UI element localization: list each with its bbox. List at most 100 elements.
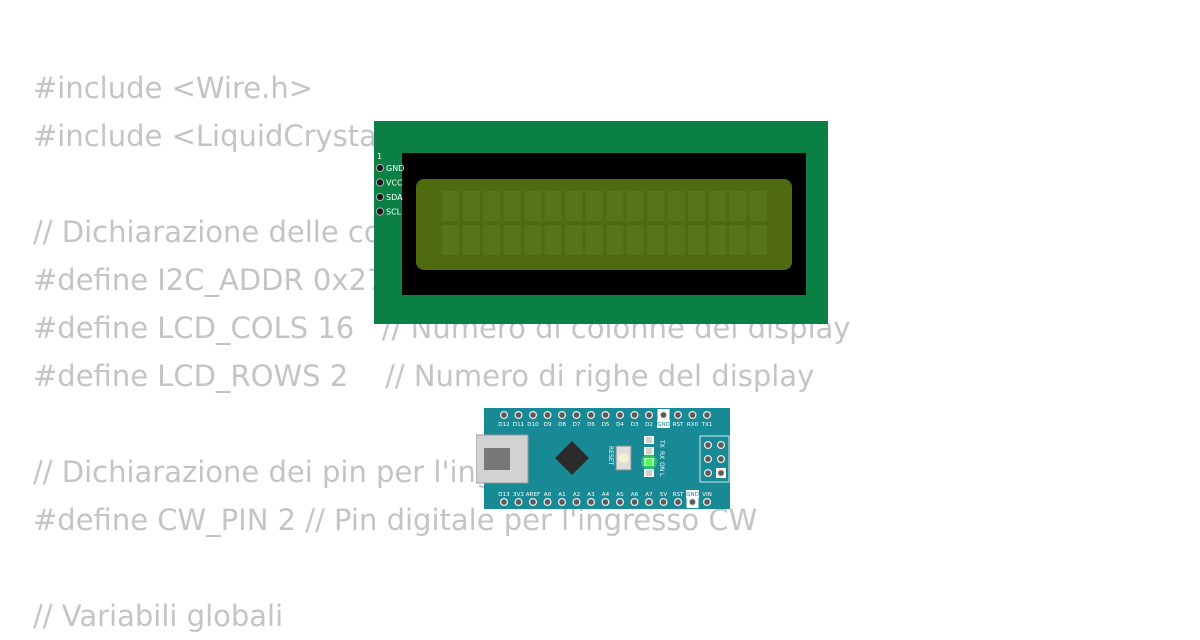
lcd-char-cell [647, 225, 665, 255]
nano-pin[interactable] [630, 410, 639, 420]
nano-pin[interactable] [572, 497, 581, 507]
nano-pin-label: A2 [573, 492, 580, 498]
lcd-pin-label: SCL [386, 208, 402, 217]
lcd-char-cell [708, 225, 726, 255]
nano-pin-label: D8 [558, 422, 566, 428]
lcd-char-cell [606, 191, 624, 221]
nano-pin-label: A7 [645, 492, 653, 498]
nano-pin-label: GND [686, 492, 699, 498]
icsp-pin[interactable] [703, 468, 713, 478]
nano-pin[interactable] [601, 497, 610, 507]
nano-pin-label: D11 [513, 422, 525, 428]
lcd-char-cell [749, 225, 767, 255]
nano-pin[interactable] [543, 497, 552, 507]
nano-pin[interactable] [557, 410, 567, 420]
lcd-pin[interactable] [375, 207, 385, 216]
lcd-pin[interactable] [375, 178, 385, 187]
icsp-pin[interactable] [716, 468, 726, 478]
nano-pin[interactable] [499, 497, 509, 507]
nano-pin[interactable] [514, 497, 523, 507]
lcd-char-cell [442, 191, 460, 221]
lcd-pin[interactable] [375, 163, 385, 173]
lcd-char-cell [544, 191, 562, 221]
nano-pin[interactable] [644, 410, 654, 420]
nano-pin[interactable] [688, 410, 697, 420]
code-line: // Variabili globali [33, 599, 284, 633]
status-led [646, 448, 652, 454]
led-label: ON [658, 462, 665, 471]
lcd-char-cell [667, 225, 685, 255]
lcd-char-cell [442, 225, 460, 255]
nano-pin[interactable] [528, 497, 538, 507]
lcd-character-grid [442, 191, 767, 255]
lcd-char-cell [626, 191, 644, 221]
nano-pin[interactable] [630, 497, 639, 507]
gnd-label-highlight [686, 490, 699, 498]
nano-pin-label: A3 [587, 492, 595, 498]
icsp-pin[interactable] [716, 454, 726, 464]
nano-pin[interactable] [601, 410, 610, 420]
lcd-char-cell [749, 191, 767, 221]
nano-pin-label: RST [673, 492, 684, 498]
code-line: #include <Wire.h> [33, 71, 314, 105]
nano-pin-label: A6 [631, 492, 639, 498]
led-label: L [658, 473, 665, 477]
lcd-char-cell [524, 191, 542, 221]
nano-pin[interactable] [659, 410, 668, 420]
nano-pin[interactable] [586, 410, 596, 420]
nano-pin[interactable] [586, 497, 596, 507]
nano-pin[interactable] [572, 410, 581, 420]
nano-pin[interactable] [514, 410, 523, 420]
lcd-char-cell [462, 191, 480, 221]
code-line: #define CW_PIN 2 // Pin digitale per l'i… [33, 503, 758, 537]
nano-pin-label: AREF [526, 492, 540, 498]
lcd-char-cell [585, 191, 603, 221]
icsp-pin[interactable] [703, 440, 713, 450]
lcd-pin-label: GND [386, 164, 404, 173]
code-line: #define LCD_ROWS 2 // Numero di righe de… [33, 359, 815, 393]
reset-label: RESET [607, 446, 614, 466]
lcd-char-cell [462, 225, 480, 255]
reset-button-cap [618, 453, 629, 463]
nano-pin[interactable] [557, 497, 567, 507]
nano-pin[interactable] [702, 410, 712, 420]
nano-pin-label: A1 [558, 492, 566, 498]
nano-pin[interactable] [615, 497, 625, 507]
icsp-pin[interactable] [716, 440, 726, 450]
nano-pin[interactable] [659, 497, 668, 507]
nano-pin-label: D3 [631, 422, 639, 428]
lcd-char-cell [483, 191, 501, 221]
icsp-pin[interactable] [703, 454, 713, 464]
nano-pin[interactable] [528, 410, 538, 420]
nano-pin[interactable] [499, 410, 509, 420]
nano-pin-label: D10 [527, 422, 539, 428]
lcd-pin[interactable] [375, 192, 385, 202]
nano-pin-label: D9 [544, 422, 552, 428]
nano-pin[interactable] [673, 410, 683, 420]
nano-pin-label: D6 [587, 422, 595, 428]
nano-pin-label: D7 [573, 422, 581, 428]
power-led-glow [641, 454, 657, 470]
nano-pin[interactable] [543, 410, 552, 420]
lcd-char-cell [729, 191, 747, 221]
nano-pin[interactable] [673, 497, 683, 507]
lcd-char-cell [647, 191, 665, 221]
icsp-outline [699, 435, 730, 483]
status-led [646, 437, 652, 443]
lcd-pin-number: 1 [377, 152, 382, 161]
lcd-char-cell [483, 225, 501, 255]
nano-pin[interactable] [702, 497, 712, 507]
nano-pin-label: 3V3 [513, 492, 524, 498]
lcd-char-cell [544, 225, 562, 255]
status-led [646, 470, 652, 476]
nano-pin[interactable] [615, 410, 625, 420]
nano-pin[interactable] [644, 497, 654, 507]
nano-pin-label: 5V [660, 492, 668, 498]
nano-pin[interactable] [688, 497, 697, 507]
lcd-char-cell [708, 191, 726, 221]
